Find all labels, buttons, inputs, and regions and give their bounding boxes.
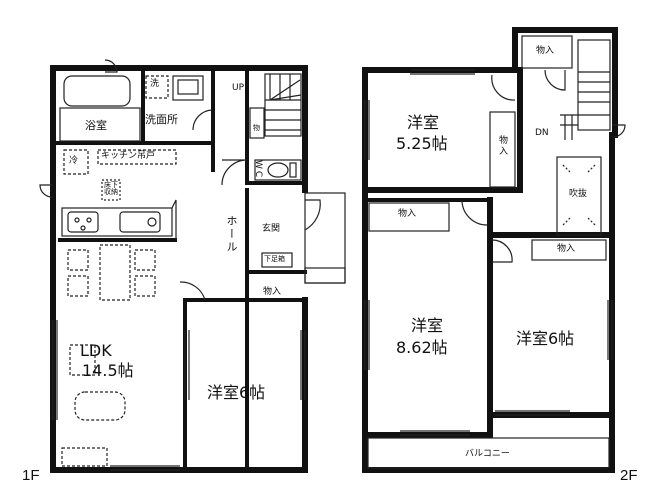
western-room-1f-label: 洋室6帖 — [207, 383, 266, 402]
ldk-name-label: LDK — [80, 341, 112, 360]
ldk-size-label: 14.5帖 — [82, 361, 134, 380]
stair-storage-label: 物 — [253, 124, 260, 132]
western-room-a-size: 5.25帖 — [396, 134, 448, 153]
room-bath-label: 浴室 — [85, 119, 107, 132]
balcony-label: バルコニー — [465, 449, 510, 459]
hall-label: ホール — [225, 215, 238, 254]
western-room-a-name: 洋室 — [407, 113, 440, 132]
closet-1f-label: 物入 — [263, 287, 282, 297]
kitchen-pantry-label: キッチン吊戸 — [101, 151, 156, 161]
toilet-label: WC — [253, 160, 263, 180]
fridge-label: 冷 — [69, 156, 79, 166]
stairs-up-label: UP — [232, 83, 245, 93]
western-room-b-size: 8.62帖 — [396, 338, 448, 357]
floor-2f-tag: 2F — [620, 467, 638, 484]
underfloor-storage-label: 床下 収納 — [104, 181, 118, 196]
stairs-down-label: DN — [535, 128, 549, 138]
western-room-b-name: 洋室 — [411, 316, 444, 335]
closet-c-label: 物入 — [557, 244, 576, 254]
shoe-cabinet-label: 下足箱 — [264, 255, 285, 263]
entrance-label: 玄関 — [262, 224, 281, 234]
closet-a-label: 物入 — [497, 135, 507, 157]
closet-b-label: 物入 — [398, 209, 417, 219]
western-room-c-label: 洋室6帖 — [516, 329, 575, 348]
room-washroom-label: 洗面所 — [145, 113, 178, 126]
floor-1f-tag: 1F — [22, 467, 40, 484]
closet-top-label: 物入 — [536, 46, 555, 56]
void-label: 吹抜 — [569, 189, 588, 199]
washer-label: 洗 — [150, 79, 160, 89]
